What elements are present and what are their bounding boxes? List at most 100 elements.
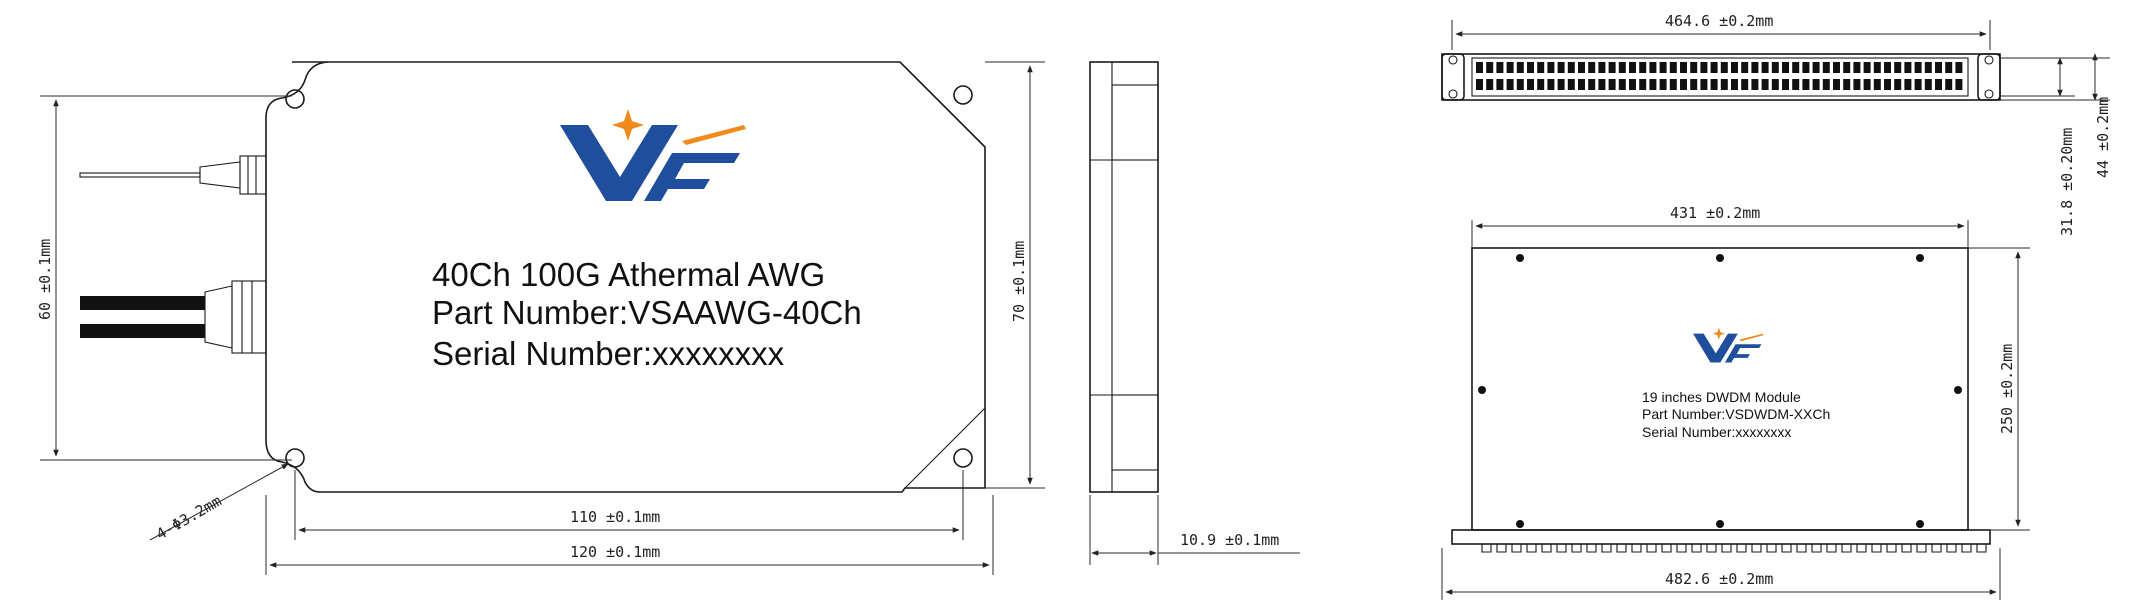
- fiber-port-icon: [1741, 79, 1749, 90]
- fiber-port-icon: [1904, 62, 1912, 73]
- fiber-port-icon: [1618, 62, 1626, 73]
- fiber-port-icon: [1516, 79, 1524, 90]
- fiber-cable-icon: [80, 280, 267, 354]
- adapter-port-icon: [1856, 544, 1867, 553]
- fiber-port-icon: [1588, 79, 1596, 90]
- awg-title: 40Ch 100G Athermal AWG: [432, 256, 825, 293]
- fiber-port-icon: [1853, 62, 1861, 73]
- adapter-port-icon: [1586, 544, 1597, 553]
- adapter-port-icon: [1511, 544, 1522, 553]
- fiber-port-icon: [1935, 62, 1942, 73]
- fiber-port-icon: [1506, 79, 1514, 90]
- fiber-port-icon: [1588, 62, 1596, 73]
- fiber-port-icon: [1914, 62, 1922, 73]
- adapter-port-icon: [1751, 544, 1762, 553]
- adapter-port-icon: [1496, 544, 1507, 553]
- fiber-port-icon: [1751, 62, 1759, 73]
- fiber-port-icon: [1894, 79, 1902, 90]
- fiber-port-icon: [1873, 79, 1881, 90]
- mounting-hole-icon: [285, 89, 305, 109]
- awg-serial-number: Serial Number:xxxxxxxx: [432, 335, 785, 372]
- dwdm-front-panel: [1441, 53, 2001, 101]
- fiber-port-icon: [1608, 79, 1616, 90]
- awg-dim-width-holes: 110 ±0.1mm: [570, 508, 660, 526]
- fiber-port-icon: [1782, 79, 1789, 90]
- adapter-port-icon: [1706, 544, 1717, 553]
- fiber-port-icon: [1822, 62, 1830, 73]
- dwdm-part-number: Part Number:VSDWDM-XXCh: [1642, 406, 1830, 422]
- dwdm-dim-depth: 250 ±0.2mm: [1998, 344, 2016, 434]
- fiber-port-icon: [1506, 62, 1514, 73]
- fiber-port-icon: [1608, 62, 1616, 73]
- fiber-port-icon: [1598, 62, 1606, 73]
- fiber-port-icon: [1567, 79, 1575, 90]
- awg-body-outline: [265, 61, 986, 493]
- adapter-port-icon: [1976, 544, 1987, 553]
- mounting-hole-icon: [953, 85, 973, 105]
- dwdm-dim-front-height-inner: 31.8 ±0.20mm: [2058, 128, 2076, 236]
- fiber-port-icon: [1578, 62, 1585, 73]
- vg-logo-icon: [560, 109, 746, 201]
- dwdm-dim-front-width: 464.6 ±0.2mm: [1665, 12, 1773, 30]
- fiber-port-icon: [1486, 79, 1494, 90]
- fiber-port-icon: [1700, 62, 1708, 73]
- awg-part-number: Part Number:VSAAWG-40Ch: [432, 294, 862, 331]
- fiber-port-icon: [1955, 79, 1963, 90]
- fiber-port-icon: [1822, 79, 1830, 90]
- adapter-port-icon: [1826, 544, 1837, 553]
- adapter-port-icon: [1961, 544, 1972, 553]
- dwdm-title: 19 inches DWDM Module: [1642, 389, 1801, 405]
- fiber-port-icon: [1700, 79, 1708, 90]
- dwdm-module-drawing: 464.6 ±0.2mm 31.8 ±0.20mm 44 ±0.2mm 431 …: [1441, 12, 2112, 600]
- adapter-port-icon: [1811, 544, 1822, 553]
- adapter-port-icon: [1661, 544, 1672, 553]
- fiber-port-icon: [1578, 79, 1585, 90]
- fiber-port-icon: [1924, 79, 1932, 90]
- fiber-port-icon: [1884, 62, 1891, 73]
- fiber-port-icon: [1690, 62, 1698, 73]
- fiber-port-icon: [1935, 79, 1942, 90]
- awg-dim-thickness: 10.9 ±0.1mm: [1180, 531, 1279, 549]
- fiber-port-icon: [1914, 79, 1922, 90]
- fiber-port-icon: [1476, 62, 1483, 73]
- fiber-port-icon: [1496, 79, 1504, 90]
- awg-module-drawing: 40Ch 100G Athermal AWG Part Number:VSAAW…: [36, 61, 1300, 575]
- fiber-port-icon: [1720, 79, 1728, 90]
- fiber-port-icon: [1680, 79, 1687, 90]
- fiber-port-icon: [1618, 79, 1626, 90]
- vg-logo-small-icon: [1693, 327, 1764, 363]
- fiber-port-icon: [1537, 62, 1545, 73]
- fiber-port-icon: [1741, 62, 1749, 73]
- adapter-port-icon: [1931, 544, 1942, 553]
- awg-side-view: [1089, 61, 1159, 493]
- fiber-port-icon: [1761, 62, 1769, 73]
- fiber-port-icon: [1782, 62, 1789, 73]
- fiber-port-icon: [1792, 62, 1800, 73]
- adapter-port-icon: [1601, 544, 1612, 553]
- adapter-port-icon: [1541, 544, 1552, 553]
- fiber-port-icon: [1802, 62, 1810, 73]
- fiber-port-icon: [1863, 62, 1871, 73]
- fiber-port-icon: [1771, 62, 1779, 73]
- fiber-port-icon: [1649, 79, 1657, 90]
- adapter-port-icon: [1481, 544, 1492, 553]
- dwdm-dim-front-height: 44 ±0.2mm: [2094, 97, 2112, 178]
- fiber-port-icon: [1639, 79, 1647, 90]
- fiber-port-icon: [1812, 62, 1820, 73]
- fiber-port-icon: [1863, 79, 1871, 90]
- dwdm-dim-body-width: 431 ±0.2mm: [1670, 204, 1760, 222]
- awg-dim-holes: 4-Φ3.2mm: [153, 492, 225, 544]
- fiber-port-icon: [1945, 62, 1953, 73]
- fiber-port-icon: [1731, 79, 1738, 90]
- fiber-port-icon: [1761, 79, 1769, 90]
- adapter-port-icon: [1871, 544, 1882, 553]
- fiber-port-icon: [1710, 62, 1718, 73]
- fiber-port-icon: [1751, 79, 1759, 90]
- adapter-port-icon: [1526, 544, 1537, 553]
- fiber-port-icon: [1669, 62, 1677, 73]
- adapter-port-icon: [1616, 544, 1627, 553]
- fiber-port-icon: [1486, 62, 1494, 73]
- adapter-port-icon: [1571, 544, 1582, 553]
